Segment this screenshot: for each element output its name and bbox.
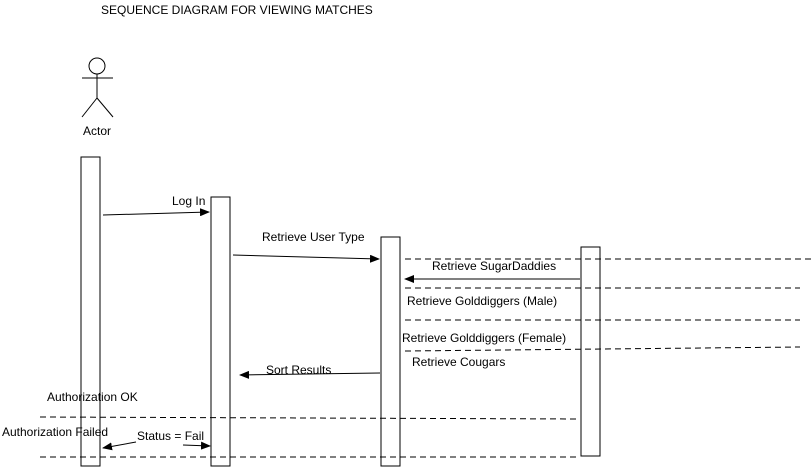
separator-line-4 [404, 346, 801, 352]
login-label: Log In [172, 194, 205, 208]
sort-results-label: Sort Results [266, 363, 331, 377]
actor-right-leg [96, 97, 114, 118]
retrieve-golddiggers-male-label: Retrieve Golddiggers (Male) [407, 294, 557, 308]
controller-activation [380, 236, 401, 467]
login-arrow [102, 208, 210, 217]
authorization-ok-label: Authorization OK [47, 390, 138, 404]
status-fail-label: Status = Fail [137, 429, 204, 443]
database-activation [580, 246, 601, 457]
actor-left-leg [81, 97, 98, 118]
status-fail-arrow-left [102, 441, 137, 451]
status-fail-arrow-right [182, 441, 211, 450]
retrieve-sugardaddies-label: Retrieve SugarDaddies [432, 259, 556, 273]
retrieve-user-type-arrow [232, 254, 380, 263]
actor-activation [80, 156, 101, 467]
retrieve-golddiggers-female-label: Retrieve Golddiggers (Female) [402, 331, 566, 345]
retrieve-user-type-label: Retrieve User Type [262, 230, 365, 244]
system-activation [210, 196, 231, 467]
sort-results-arrow [239, 370, 381, 379]
actor-label: Actor [83, 124, 111, 138]
actor-head [88, 57, 106, 75]
separator-line-5 [39, 416, 579, 420]
actor-figure [81, 57, 114, 118]
retrieve-cougars-label: Retrieve Cougars [412, 355, 505, 369]
diagram-title: SEQUENCE DIAGRAM FOR VIEWING MATCHES [101, 3, 373, 17]
authorization-failed-label: Authorization Failed [2, 425, 108, 439]
